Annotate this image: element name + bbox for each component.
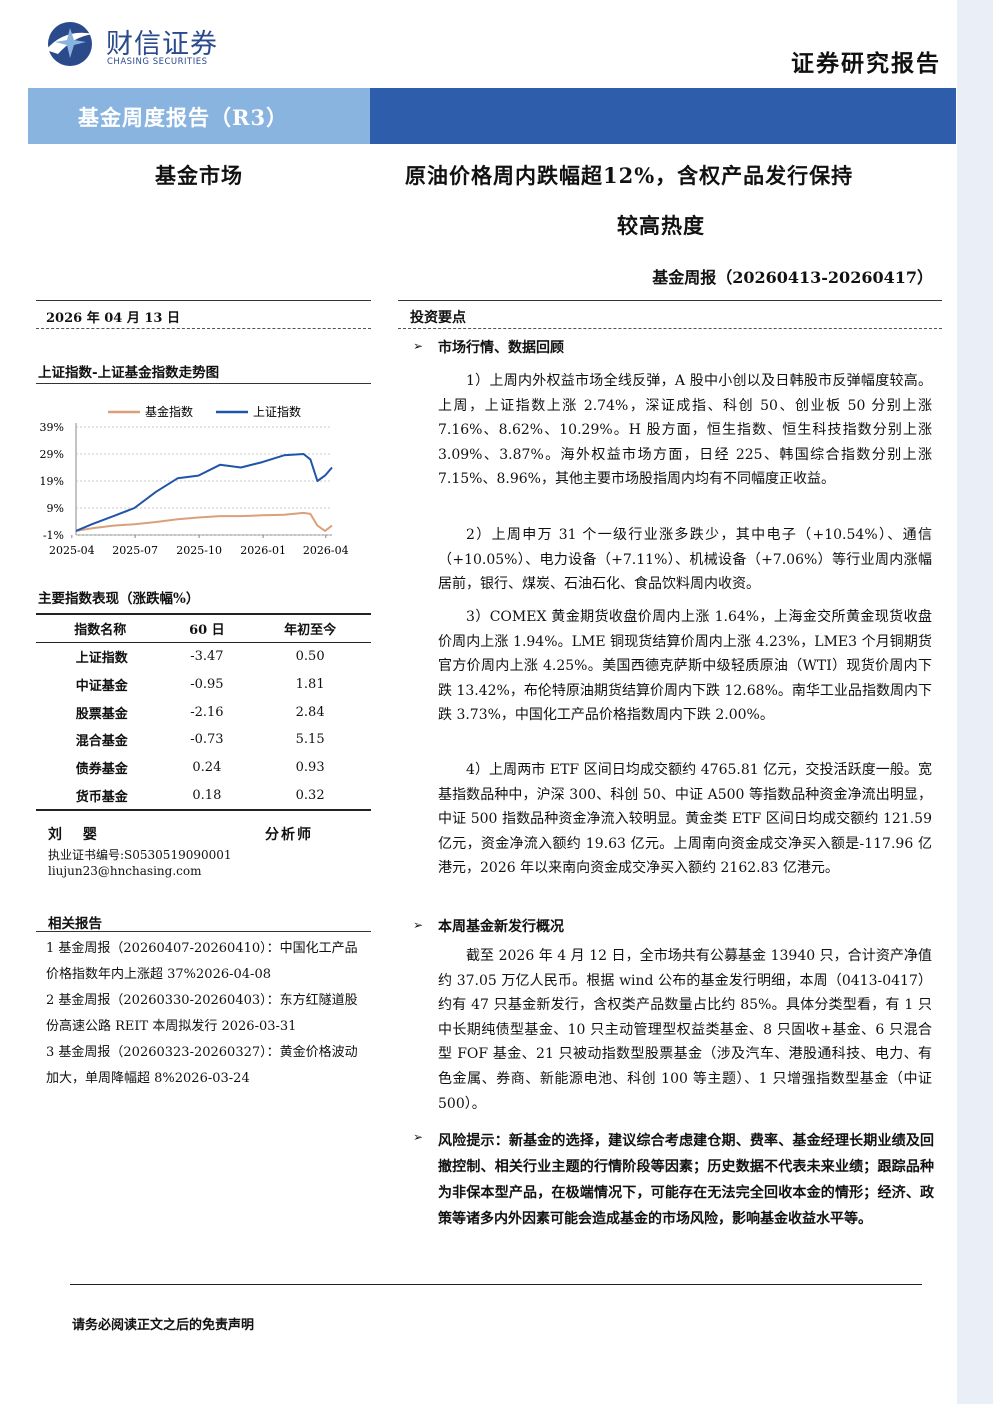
x-tick-label: 2026-01 bbox=[240, 544, 286, 557]
key-points-heading: 投资要点 bbox=[410, 310, 466, 326]
bullet-arrow-icon: ➢ bbox=[413, 1130, 424, 1144]
value-60d-cell: -0.73 bbox=[190, 732, 224, 748]
report-title-line2: 较高热度 bbox=[617, 213, 705, 238]
fund-index-line bbox=[75, 511, 333, 532]
table-row: 混合基金 -0.73 5.15 bbox=[36, 726, 371, 754]
report-title-line1: 原油价格周内跌幅超12%，含权产品发行保持 bbox=[405, 163, 854, 188]
table-row: 上证指数 -3.47 0.50 bbox=[36, 643, 371, 671]
value-60d-cell: -2.16 bbox=[190, 704, 224, 720]
value-60d-cell: -0.95 bbox=[190, 677, 224, 693]
bullet-arrow-icon: ➢ bbox=[413, 918, 424, 932]
legend-sse-label: 上证指数 bbox=[253, 404, 301, 419]
bullet-arrow-icon: ➢ bbox=[413, 339, 424, 353]
value-ytd-cell: 0.50 bbox=[295, 649, 325, 665]
related-report-1[interactable]: 1 基金周报（20260407-20260410）：中国化工产品价格指数年内上涨… bbox=[46, 941, 358, 982]
col-header-60d: 60 日 bbox=[164, 613, 250, 643]
related-heading: 相关报告 bbox=[48, 916, 102, 932]
related-report-2[interactable]: 2 基金周报（20260330-20260403）：东方红隧道股份高速公路 RE… bbox=[46, 993, 358, 1034]
index-name-cell: 混合基金 bbox=[75, 734, 128, 750]
sector-name: 基金市场 bbox=[155, 163, 243, 188]
y-tick-label: 39% bbox=[40, 421, 64, 434]
related-report-3[interactable]: 3 基金周报（20260323-20260327）：黄金价格波动加大，单周降幅超… bbox=[46, 1045, 358, 1086]
y-tick-label: 29% bbox=[40, 448, 64, 461]
disclaimer-notice[interactable]: 请务必阅读正文之后的免责声明 bbox=[72, 1318, 255, 1333]
value-60d-cell: 0.18 bbox=[164, 781, 250, 812]
sse-index-line bbox=[75, 453, 333, 532]
footer-divider bbox=[70, 1284, 922, 1285]
table-row: 中证基金 -0.95 1.81 bbox=[36, 671, 371, 699]
x-tick-label: 2025-04 bbox=[49, 544, 95, 557]
divider bbox=[36, 300, 371, 301]
logo-icon bbox=[46, 22, 94, 66]
value-ytd-cell: 5.15 bbox=[295, 732, 325, 748]
y-tick-label: 19% bbox=[40, 475, 64, 488]
index-name-cell: 中证基金 bbox=[75, 679, 128, 695]
new-fund-heading: 本周基金新发行概况 bbox=[438, 919, 564, 935]
analyst-title: 分析师 bbox=[265, 827, 313, 843]
analyst-license: 执业证书编号:S0530519090001 bbox=[48, 848, 232, 862]
market-paragraph-3: 3）COMEX 黄金期货收盘价周内上涨 1.64%，上海金交所黄金现货收盘价周内… bbox=[438, 609, 932, 724]
table-row: 债券基金 0.24 0.93 bbox=[36, 754, 371, 782]
x-tick-label: 2025-10 bbox=[176, 544, 222, 557]
divider bbox=[398, 328, 942, 329]
divider bbox=[36, 328, 371, 329]
logo-text: 财信证券 bbox=[106, 29, 218, 60]
divider bbox=[36, 931, 371, 932]
market-paragraph-1: 1）上周内外权益市场全线反弹，A 股中小创以及日韩股市反弹幅度较高。上周，上证指… bbox=[438, 373, 932, 488]
index-performance-table: 指数名称 60 日 年初至今 上证指数 -3.47 0.50 中证基金 -0.95 1.8… bbox=[36, 613, 371, 812]
value-ytd-cell: 0.93 bbox=[295, 760, 325, 776]
y-tick-label: 9% bbox=[47, 502, 64, 515]
report-banner: 基金周度报告（R3） bbox=[28, 88, 956, 144]
value-60d-cell: -3.47 bbox=[190, 649, 224, 665]
table-header-row: 指数名称 60 日 年初至今 bbox=[36, 613, 371, 643]
divider bbox=[398, 300, 942, 301]
table-heading: 主要指数表现（涨跌幅%） bbox=[38, 591, 200, 607]
risk-warning: 风险提示：新基金的选择，建议综合考虑建仓期、费率、基金经理长期业绩及回撤控制、相… bbox=[438, 1133, 934, 1227]
index-name-cell: 货币基金 bbox=[36, 781, 165, 812]
logo-english-text: CHASING SECURITIES bbox=[107, 57, 208, 67]
table-row: 股票基金 -2.16 2.84 bbox=[36, 698, 371, 726]
x-tick-label: 2025-07 bbox=[112, 544, 158, 557]
chart-legend: 基金指数 上证指数 bbox=[108, 404, 301, 419]
index-name-cell: 债券基金 bbox=[75, 762, 128, 778]
value-ytd-cell: 2.84 bbox=[295, 704, 325, 720]
x-tick-label: 2026-04 bbox=[303, 544, 349, 557]
value-60d-cell: 0.24 bbox=[192, 760, 222, 776]
value-ytd-cell: 1.81 bbox=[295, 677, 325, 693]
index-trend-chart: 基金指数 上证指数 39% 29% 19% 9% -1% 2025-04 2025-07 20… bbox=[40, 404, 349, 557]
report-type: 证券研究报告 bbox=[791, 50, 941, 77]
page-side-strip bbox=[957, 0, 993, 1404]
report-subtitle: 基金周报（20260413-20260417） bbox=[652, 268, 933, 287]
market-paragraph-4: 4）上周两市 ETF 区间日均成交额约 4765.81 亿元，交投活跃度一般。宽… bbox=[438, 762, 932, 877]
banner-title: 基金周度报告（R3） bbox=[78, 105, 289, 130]
y-tick-label: -1% bbox=[43, 529, 64, 542]
col-header-ytd: 年初至今 bbox=[249, 613, 371, 643]
index-name-cell: 上证指数 bbox=[75, 651, 128, 667]
divider bbox=[36, 383, 371, 384]
col-header-name: 指数名称 bbox=[36, 613, 165, 643]
new-fund-paragraph: 截至 2026 年 4 月 12 日，全市场共有公募基金 13940 只，合计资… bbox=[438, 948, 932, 1112]
market-paragraph-2: 2）上周申万 31 个一级行业涨多跌少，其中电子（+10.54%）、通信（+10… bbox=[438, 527, 932, 593]
analyst-email[interactable]: liujun23@hnchasing.com bbox=[48, 864, 202, 878]
chart-heading: 上证指数-上证基金指数走势图 bbox=[38, 365, 220, 381]
legend-fund-label: 基金指数 bbox=[145, 404, 193, 419]
analyst-name: 刘 婴 bbox=[48, 827, 105, 843]
value-ytd-cell: 0.32 bbox=[249, 781, 371, 812]
report-date: 2026 年 04 月 13 日 bbox=[46, 311, 180, 326]
market-review-heading: 市场行情、数据回顾 bbox=[438, 340, 564, 356]
index-name-cell: 股票基金 bbox=[75, 706, 128, 722]
